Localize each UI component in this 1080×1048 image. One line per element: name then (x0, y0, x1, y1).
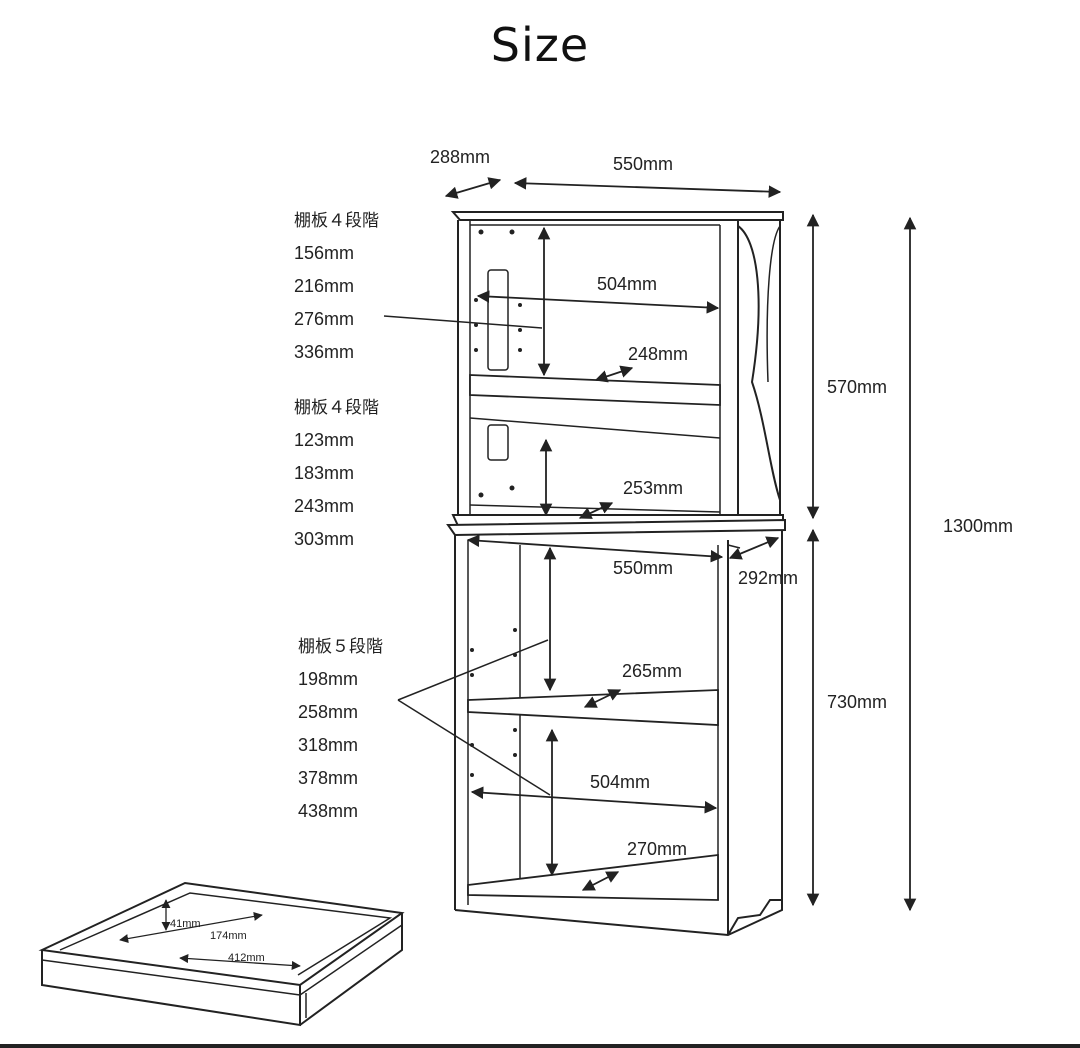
spec-group-lower: 棚板５段階 198mm 258mm 318mm 378mm 438mm (298, 632, 383, 834)
upper-top-board (450, 211, 784, 221)
spec-value: 156mm (294, 243, 355, 263)
spec-heading: 棚板４段階 (294, 398, 379, 417)
lower-bottom-shelf (467, 853, 719, 901)
peg-hole (474, 348, 478, 352)
upper-bottom-depth-arrow (578, 502, 614, 519)
upper-slot-bottom (487, 424, 509, 461)
peg-hole (509, 485, 515, 491)
lower-middle-shelf (467, 689, 719, 726)
lower-width-arrow (466, 534, 724, 563)
lower-bottom-depth-arrow (581, 871, 620, 891)
peg-hole (478, 229, 484, 235)
upper-middle-shelf-front (469, 417, 721, 439)
label-lower-shelf-depth: 265mm (622, 661, 682, 681)
peg-hole (474, 323, 478, 327)
label-upper-height: 570mm (827, 377, 887, 397)
spec-value: 198mm (298, 669, 359, 689)
upper-inner-width-arrow (476, 290, 720, 314)
spec-group-upper-top: 棚板４段階 156mm 216mm 276mm 336mm (294, 206, 379, 375)
lower-top-detail (727, 544, 741, 549)
label-drawer-height: 41mm (170, 918, 201, 930)
upper-side-curve-back (766, 225, 781, 383)
drawer-drawing (38, 881, 405, 1027)
spec-heading: 棚板５段階 (298, 637, 383, 656)
spec-value: 216mm (294, 276, 355, 296)
drawer-front-edge (41, 959, 301, 996)
drawer-side-edge (299, 924, 403, 996)
spec-value: 123mm (294, 430, 355, 450)
label-top-width: 550mm (613, 154, 673, 174)
label-lower-inner-width: 504mm (590, 772, 650, 792)
dimension-labels: 288mm 550mm 504mm 248mm 253mm 570mm 1300… (430, 147, 1013, 859)
pointer-lower-a (397, 639, 549, 701)
label-lower-bottom-depth: 270mm (627, 839, 687, 859)
spec-heading: 棚板４段階 (294, 211, 379, 230)
upper-side-curve (737, 225, 781, 501)
peg-hole (513, 753, 517, 757)
upper-middle-shelf (469, 374, 721, 406)
label-drawer-width: 412mm (228, 952, 265, 964)
upper-slot-top (487, 269, 509, 371)
label-upper-shelf-depth: 248mm (628, 344, 688, 364)
peg-hole (513, 728, 517, 732)
bottom-rule (0, 1044, 1080, 1048)
peg-holes (470, 229, 522, 777)
upper-shelf-depth-arrow (594, 365, 634, 383)
drawer-depth-arrow (119, 911, 263, 944)
label-upper-bottom-depth: 253mm (623, 478, 683, 498)
peg-hole (518, 328, 522, 332)
label-top-depth: 288mm (430, 147, 490, 167)
page-title: Size (490, 18, 590, 72)
pointer-lines (383, 315, 551, 796)
peg-hole (518, 303, 522, 307)
lower-inner-width-arrow (470, 786, 718, 814)
label-lower-width: 550mm (613, 558, 673, 578)
lower-top-board (446, 518, 786, 537)
label-drawer-depth: 174mm (210, 930, 247, 942)
pointer-upper (383, 315, 543, 329)
drawer-dimension-lines (119, 899, 301, 970)
spec-value: 438mm (298, 801, 359, 821)
drawer-width-arrow (179, 954, 301, 970)
label-lower-height: 730mm (827, 692, 887, 712)
spec-value: 258mm (298, 702, 359, 722)
spec-value: 276mm (294, 309, 355, 329)
peg-hole (474, 298, 478, 302)
label-upper-inner-width: 504mm (597, 274, 657, 294)
spec-value: 243mm (294, 496, 355, 516)
spec-value: 378mm (298, 768, 359, 788)
dimension-lines (444, 177, 917, 912)
drawer-front-panel (41, 950, 301, 1027)
spec-value: 183mm (294, 463, 355, 483)
peg-hole (470, 773, 474, 777)
peg-hole (518, 348, 522, 352)
peg-hole (470, 648, 474, 652)
spec-value: 318mm (298, 735, 359, 755)
peg-hole (470, 673, 474, 677)
lower-base (454, 899, 783, 937)
peg-hole (478, 492, 484, 498)
top-depth-arrow (444, 177, 502, 199)
spec-value: 336mm (294, 342, 355, 362)
peg-hole (513, 628, 517, 632)
label-total-height: 1300mm (943, 516, 1013, 536)
top-width-arrow (513, 177, 782, 198)
label-lower-depth: 292mm (738, 568, 798, 588)
lower-shelf-depth-arrow (583, 689, 622, 708)
spec-value: 303mm (294, 529, 355, 549)
drawer-labels: 41mm 174mm 412mm (170, 918, 265, 964)
peg-hole (509, 229, 515, 235)
spec-group-upper-bottom: 棚板４段階 123mm 183mm 243mm 303mm (294, 393, 379, 562)
pointer-lower-b (397, 699, 551, 796)
lower-depth-arrow (728, 536, 780, 560)
